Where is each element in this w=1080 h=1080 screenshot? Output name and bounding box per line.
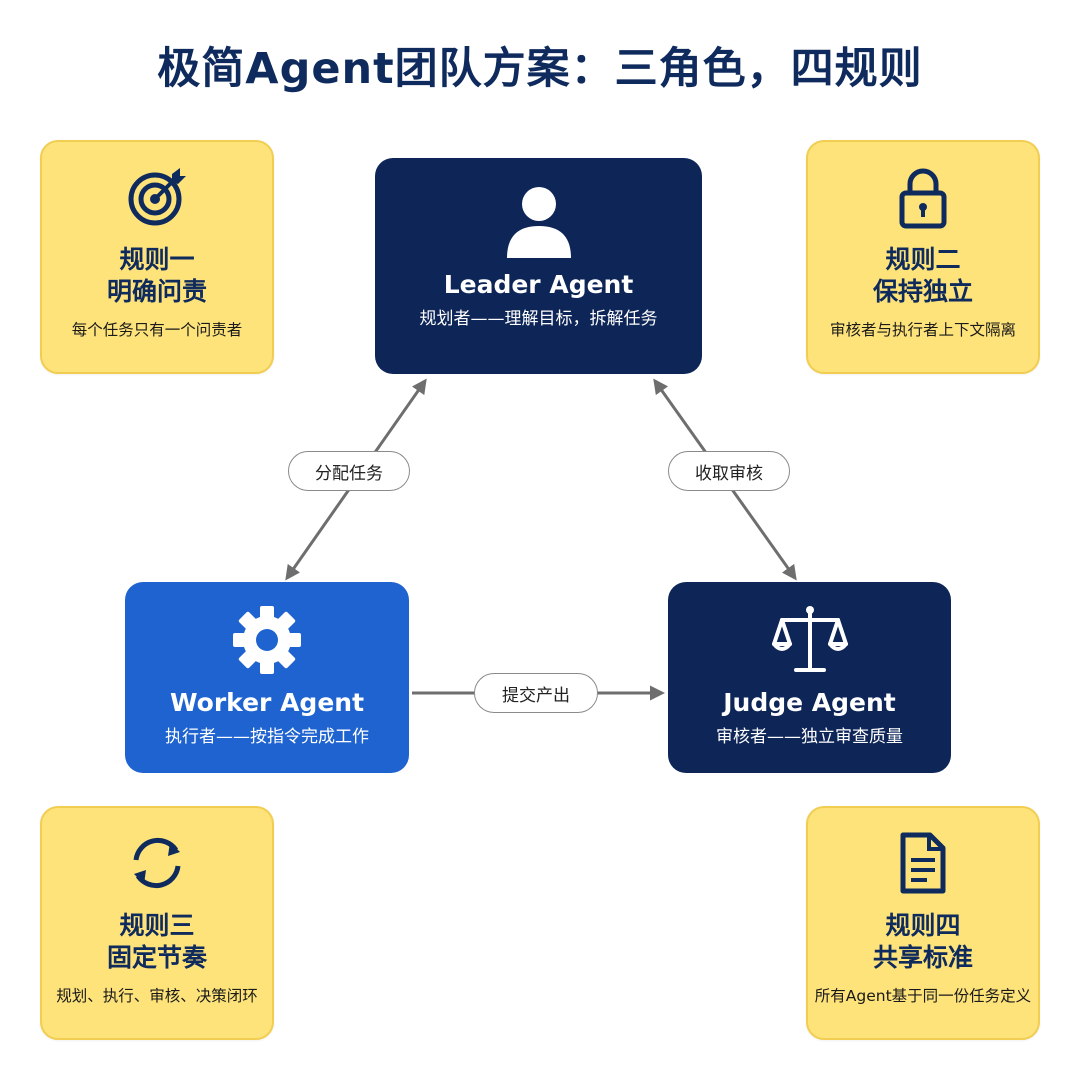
rule-name: 规则四	[885, 911, 961, 940]
rule-card-1: 规则一 明确问责 每个任务只有一个问责者	[40, 140, 274, 374]
rule-name: 规则二	[885, 245, 961, 274]
rule-subtitle: 明确问责	[106, 277, 207, 306]
rule-card-3: 规则三 固定节奏 规划、执行、审核、决策闭环	[40, 806, 274, 1040]
judge-agent-box: Judge Agent 审核者——独立审查质量	[668, 582, 951, 773]
rule-name: 规则一	[119, 245, 195, 274]
leader-agent-box: Leader Agent 规划者——理解目标，拆解任务	[375, 158, 702, 374]
rule-subtitle: 共享标准	[872, 943, 973, 972]
agent-name: Judge Agent	[723, 688, 896, 717]
document-icon	[890, 830, 956, 896]
worker-agent-box: Worker Agent 执行者——按指令完成工作	[125, 582, 409, 773]
page-title: 极简Agent团队方案：三角色，四规则	[157, 44, 923, 94]
connector-label-submit: 提交产出	[474, 673, 598, 713]
rule-subtitle: 固定节奏	[106, 943, 207, 972]
rule-description: 所有Agent基于同一份任务定义	[814, 987, 1032, 1005]
target-icon	[124, 164, 190, 230]
lock-icon	[890, 164, 956, 230]
cycle-icon	[124, 830, 190, 896]
rule-description: 规划、执行、审核、决策闭环	[56, 987, 258, 1005]
agent-name: Leader Agent	[443, 270, 634, 299]
gear-icon	[227, 600, 307, 680]
connector-label-assign: 分配任务	[288, 451, 410, 491]
rule-description: 每个任务只有一个问责者	[71, 321, 243, 339]
rule-description: 审核者与执行者上下文隔离	[829, 321, 1016, 339]
connector-label-review: 收取审核	[668, 451, 790, 491]
agent-description: 审核者——独立审查质量	[716, 727, 903, 747]
scales-icon	[770, 600, 850, 680]
agent-description: 规划者——理解目标，拆解任务	[419, 309, 658, 329]
rule-subtitle: 保持独立	[872, 277, 973, 306]
rule-card-2: 规则二 保持独立 审核者与执行者上下文隔离	[806, 140, 1040, 374]
agent-description: 执行者——按指令完成工作	[165, 727, 369, 747]
rule-name: 规则三	[119, 911, 195, 940]
rule-card-4: 规则四 共享标准 所有Agent基于同一份任务定义	[806, 806, 1040, 1040]
agent-name: Worker Agent	[169, 688, 365, 717]
person-icon	[499, 180, 579, 260]
